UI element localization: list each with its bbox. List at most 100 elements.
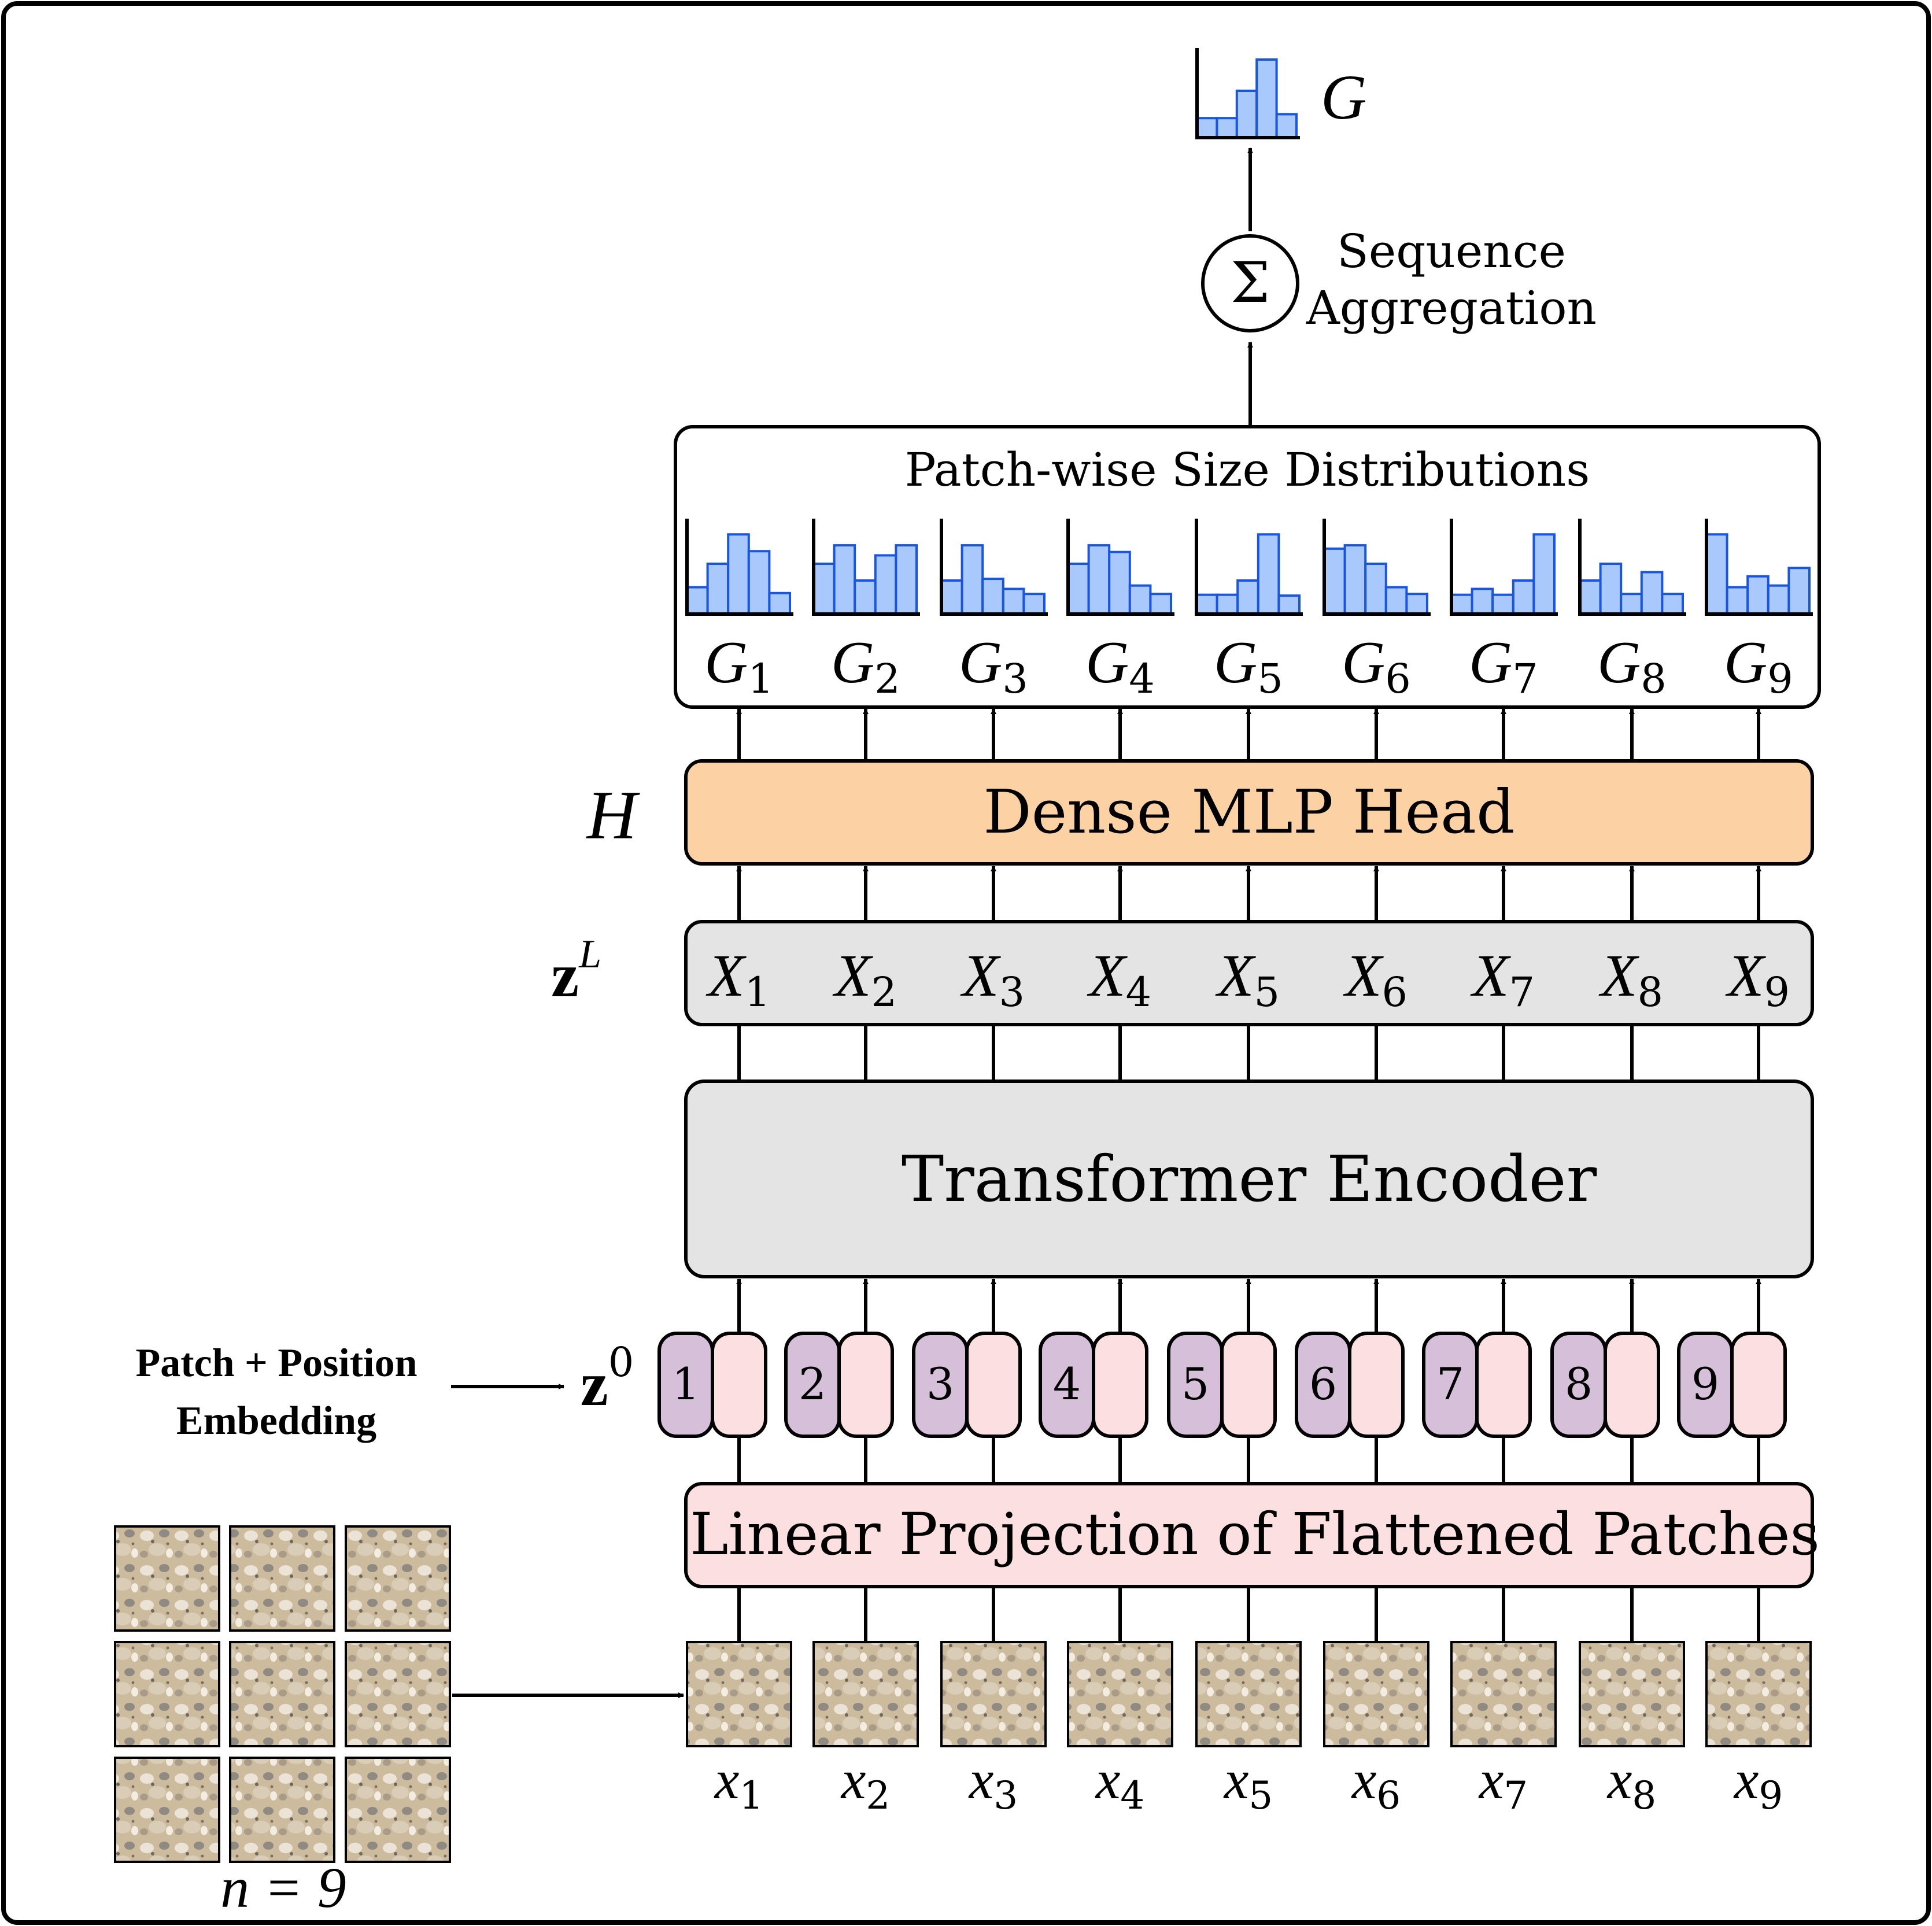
- source-image-grid: [114, 1525, 451, 1863]
- patch-hist-9-bar: [1767, 584, 1790, 616]
- global-hist-bar: [1216, 117, 1238, 139]
- grid-tile-3: [345, 1525, 451, 1632]
- patch-hist-6-bar: [1405, 593, 1428, 615]
- position-index-8: 8: [1565, 1358, 1593, 1410]
- patch-hist-7-axes: [1450, 519, 1558, 616]
- patch-dist-label-7: G7: [1469, 629, 1538, 703]
- patch-dist-label-8: G8: [1597, 629, 1667, 703]
- patch-hist-6-bar: [1323, 547, 1346, 616]
- output-token-4: X4: [1087, 942, 1151, 1016]
- input-patch-image-4: [1067, 1641, 1173, 1747]
- patch-dist-label-9: G9: [1724, 629, 1793, 703]
- position-index-5: 5: [1181, 1358, 1209, 1410]
- patch-embedding-4: [1092, 1332, 1148, 1438]
- grid-tile-2: [229, 1525, 335, 1632]
- embedding-token-1: 1: [657, 1332, 767, 1438]
- patch-hist-9-bar: [1705, 533, 1728, 615]
- output-token-6: X6: [1343, 942, 1408, 1016]
- global-output-label: G: [1321, 62, 1366, 132]
- patch-hist-8-bar: [1579, 579, 1602, 615]
- patch-hist-1-bar: [727, 533, 750, 615]
- embedding-token-2: 2: [784, 1332, 894, 1438]
- patch-hist-6-bar: [1384, 586, 1408, 615]
- patch-hist-1-bar: [686, 586, 709, 615]
- patch-hist-7-bar: [1450, 593, 1473, 616]
- patch-dist-label-3: G3: [959, 629, 1028, 703]
- output-token-8: X8: [1598, 942, 1663, 1016]
- grid-tile-5: [229, 1641, 335, 1747]
- sum-aggregation-node: [1201, 234, 1299, 332]
- input-patch-image-9: [1705, 1641, 1812, 1747]
- grid-tile-6: [345, 1641, 451, 1747]
- patch-hist-4-bar: [1149, 593, 1173, 615]
- grid-tile-9: [345, 1757, 451, 1863]
- patch-hist-1-bar: [747, 550, 771, 615]
- patch-hist-4-bar: [1067, 563, 1090, 615]
- embedding-token-5: 5: [1167, 1332, 1277, 1438]
- sigma-symbol: Σ: [1231, 250, 1270, 315]
- patch-hist-2-bar: [874, 554, 897, 615]
- input-patches-row: [686, 1641, 1812, 1747]
- patch-hist-1-bar: [706, 563, 730, 615]
- global-hist-axes: [1195, 48, 1300, 139]
- patch-hist-6-bar: [1364, 563, 1387, 615]
- patch-embedding-1: [711, 1332, 767, 1438]
- patch-distributions-title: Patch-wise Size Distributions: [905, 443, 1590, 497]
- input-patch-label-3: x3: [968, 1748, 1018, 1818]
- patch-hist-2-bar: [833, 544, 856, 615]
- input-patch-label-6: x6: [1351, 1748, 1401, 1818]
- dense-mlp-head-label: Dense MLP Head: [983, 777, 1514, 847]
- patch-hist-9-bar: [1787, 567, 1811, 615]
- embedding-token-3: 3: [912, 1332, 1022, 1438]
- grid-tile-1: [114, 1525, 220, 1632]
- patch-hist-1-bar: [768, 592, 792, 615]
- patch-distributions-box: [674, 425, 1821, 709]
- patch-hist-8-bar: [1640, 571, 1664, 615]
- embedding-caption-line1: Patch + Position: [135, 1341, 417, 1385]
- patch-embedding-6: [1348, 1332, 1405, 1438]
- input-patch-label-9: x9: [1733, 1748, 1783, 1818]
- input-patch-image-8: [1579, 1641, 1685, 1747]
- patch-hist-4-bar: [1087, 544, 1111, 615]
- patch-hist-2-axes: [812, 519, 920, 616]
- patch-embedding-3: [965, 1332, 1022, 1438]
- grid-tile-7: [114, 1757, 220, 1863]
- patch-hist-9-axes: [1705, 519, 1813, 616]
- patch-dist-label-2: G2: [831, 629, 900, 703]
- patch-hist-6-bar: [1343, 544, 1367, 615]
- global-hist-bar: [1196, 117, 1218, 139]
- lines-projection-to-embeddings: [737, 1436, 1760, 1484]
- patch-hist-3-bar: [940, 579, 963, 615]
- patch-dist-label-1: G1: [704, 629, 774, 703]
- z-0-side-label: z0: [581, 1339, 634, 1419]
- patch-hist-7-bar: [1491, 593, 1514, 616]
- patch-hist-4-axes: [1066, 519, 1174, 616]
- patch-embedding-8: [1604, 1332, 1660, 1438]
- patch-hist-2-bar: [895, 544, 918, 615]
- patch-hist-3-bar: [961, 544, 984, 615]
- patch-hist-1-axes: [685, 519, 793, 616]
- patch-hist-7-bar: [1532, 533, 1556, 615]
- patch-embedding-2: [837, 1332, 894, 1438]
- patch-hist-8-axes: [1578, 519, 1686, 616]
- grid-count-caption: n = 9: [220, 1855, 346, 1920]
- patch-hist-3-bar: [981, 578, 1004, 615]
- grid-tile-8: [229, 1757, 335, 1863]
- embedding-caption-line2: Embedding: [176, 1399, 376, 1443]
- input-patch-label-4: x4: [1095, 1748, 1145, 1818]
- arrows-tokens-to-mlp: [736, 866, 1761, 922]
- output-token-2: X2: [832, 942, 897, 1016]
- grid-tile-4: [114, 1641, 220, 1747]
- patch-hist-9-bar: [1746, 575, 1770, 615]
- position-index-4: 4: [1053, 1358, 1081, 1410]
- patch-histograms-group: [685, 519, 1813, 616]
- transformer-encoder-block: [684, 1080, 1814, 1278]
- patch-hist-5-bar: [1216, 593, 1239, 616]
- global-size-distribution-histogram: [1195, 48, 1300, 139]
- output-token-3: X3: [960, 942, 1025, 1016]
- patch-hist-5-bar: [1236, 579, 1259, 615]
- input-patch-image-3: [940, 1641, 1047, 1747]
